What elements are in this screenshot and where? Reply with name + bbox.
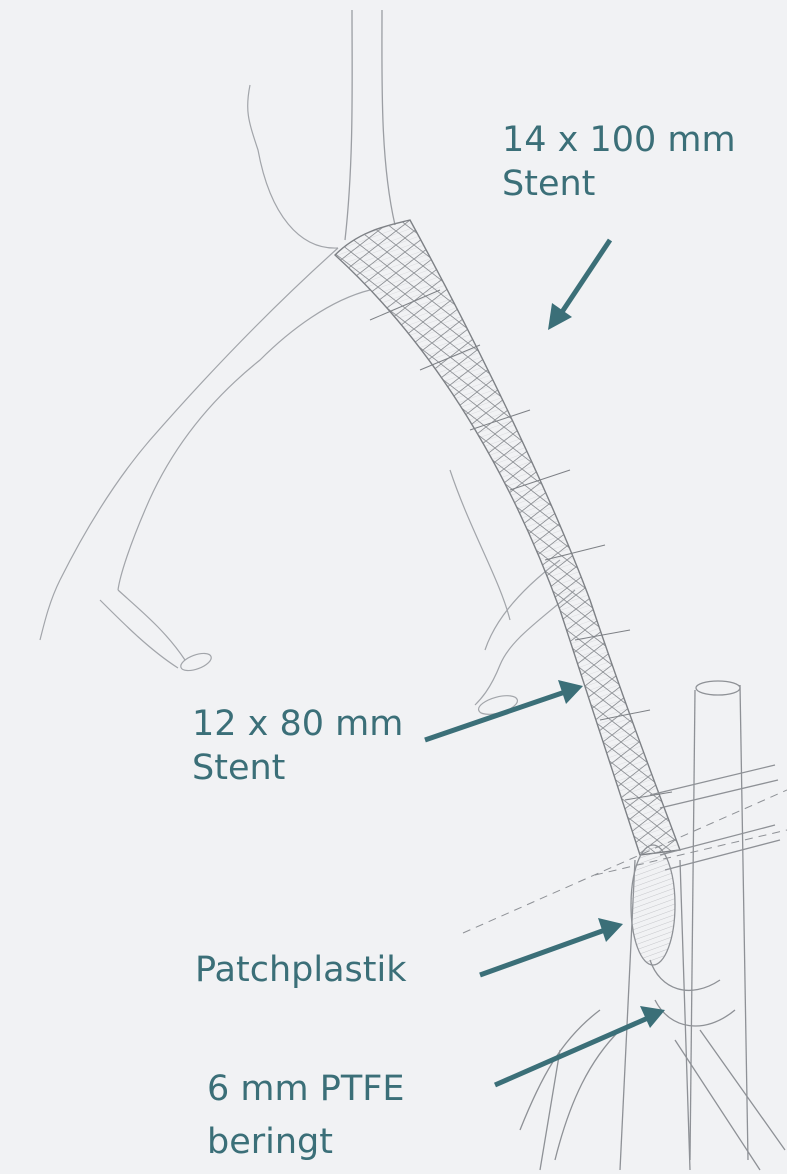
arrow-patch xyxy=(480,930,605,975)
label-ptfe-graft: 6 mm PTFE beringt xyxy=(207,1063,404,1169)
label-stent-14x100-size: 14 x 100 mm xyxy=(502,118,736,162)
label-patchplastik-text: Patchplastik xyxy=(195,948,406,992)
label-stent-12x80-type: Stent xyxy=(192,746,403,790)
label-ptfe-size: 6 mm PTFE xyxy=(207,1063,404,1116)
label-stent-12x80-size: 12 x 80 mm xyxy=(192,702,403,746)
label-stent-14x100-type: Stent xyxy=(502,162,736,206)
arrow-stent-14 xyxy=(560,240,610,315)
label-patchplastik: Patchplastik xyxy=(195,948,406,992)
arrow-stent-12 xyxy=(425,692,565,740)
upper-vessel xyxy=(345,10,395,240)
pelvic-vessels xyxy=(520,681,785,1170)
arrow-stent-14-head xyxy=(548,303,572,330)
label-ptfe-type: beringt xyxy=(207,1116,404,1169)
label-stent-14x100: 14 x 100 mm Stent xyxy=(502,118,736,206)
dashed-guides xyxy=(463,790,787,933)
label-stent-12x80: 12 x 80 mm Stent xyxy=(192,702,403,790)
